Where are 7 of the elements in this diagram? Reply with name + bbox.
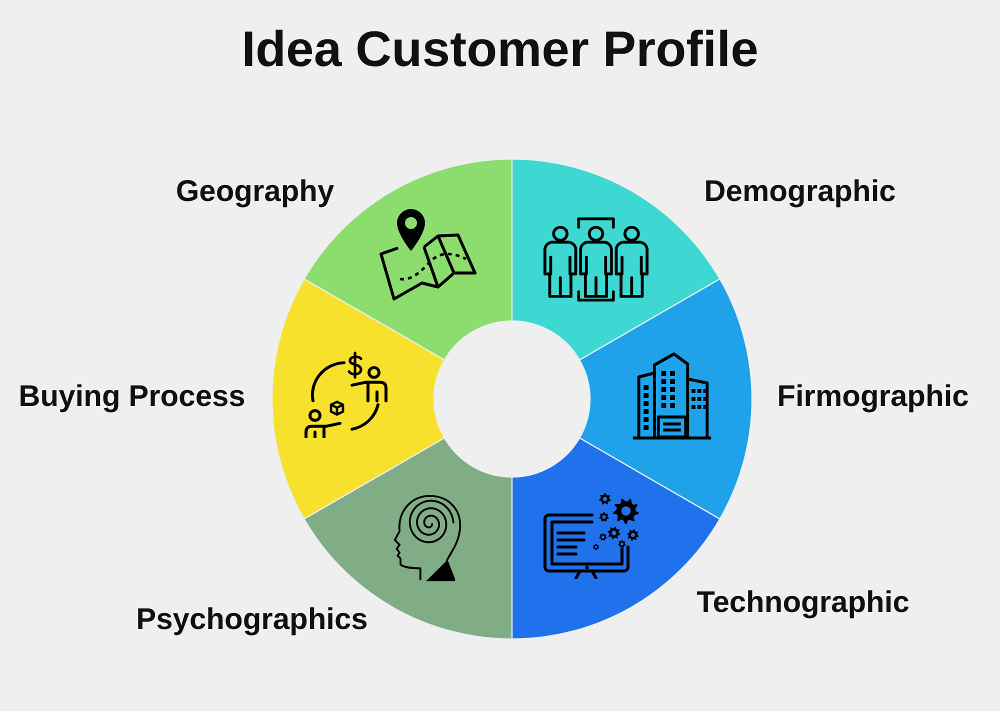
segment-label: Firmographic — [777, 379, 969, 415]
title: Idea Customer Profile — [242, 20, 758, 79]
segment-label: Demographic — [704, 174, 896, 210]
segment-label: Geography — [176, 174, 334, 210]
segment-label: Psychographics — [136, 602, 368, 638]
segment-label: Technographic — [696, 585, 910, 621]
segment-label: Buying Process — [18, 379, 246, 415]
